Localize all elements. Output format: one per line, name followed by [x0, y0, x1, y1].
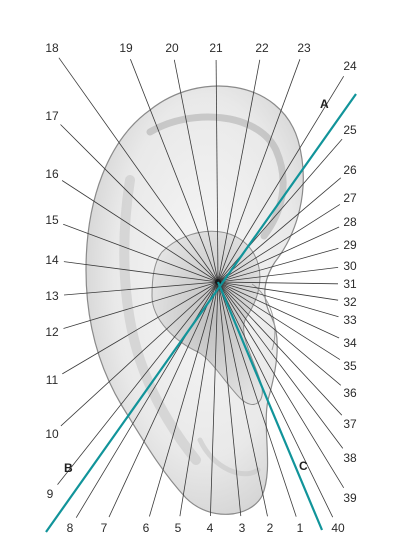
- radial-line-33: [217, 281, 339, 318]
- line-number-8: 8: [67, 521, 74, 535]
- radial-line-14: [63, 261, 219, 283]
- radial-line-5: [179, 281, 219, 517]
- radiating-lines: [57, 57, 345, 518]
- radial-line-18: [58, 57, 219, 283]
- line-number-37: 37: [343, 417, 357, 431]
- line-number-33: 33: [343, 313, 357, 327]
- line-number-14: 14: [45, 253, 59, 267]
- line-number-23: 23: [297, 41, 311, 55]
- radial-line-40: [217, 281, 334, 518]
- radial-line-13: [63, 281, 219, 296]
- line-number-21: 21: [209, 41, 223, 55]
- line-number-31: 31: [343, 277, 357, 291]
- line-number-28: 28: [343, 215, 357, 229]
- line-number-15: 15: [45, 213, 59, 227]
- radial-line-28: [217, 226, 340, 283]
- line-number-27: 27: [343, 191, 357, 205]
- line-number-25: 25: [343, 123, 357, 137]
- line-number-1: 1: [297, 521, 304, 535]
- line-number-10: 10: [45, 427, 59, 441]
- line-number-20: 20: [165, 41, 179, 55]
- radial-line-2: [217, 281, 268, 517]
- radial-line-34: [217, 281, 340, 339]
- radial-line-23: [217, 59, 301, 283]
- radial-line-10: [60, 281, 219, 427]
- radial-line-39: [217, 281, 345, 489]
- ear-illustration: [85, 85, 304, 515]
- radial-line-1: [217, 281, 297, 517]
- line-number-29: 29: [343, 238, 357, 252]
- radial-line-32: [217, 281, 339, 301]
- radial-line-35: [217, 281, 341, 360]
- helix-inner-fold: [146, 113, 287, 240]
- radial-line-15: [63, 223, 219, 283]
- radial-line-3: [217, 281, 242, 517]
- line-number-22: 22: [255, 41, 269, 55]
- radial-line-17: [60, 124, 219, 283]
- line-number-39: 39: [343, 491, 357, 505]
- axis-label-c: C: [299, 459, 308, 473]
- radial-line-6: [149, 281, 219, 517]
- teal-axes: [45, 93, 357, 533]
- radial-line-37: [217, 281, 343, 416]
- line-number-38: 38: [343, 451, 357, 465]
- line-number-34: 34: [343, 336, 357, 350]
- line-number-35: 35: [343, 359, 357, 373]
- line-number-26: 26: [343, 163, 357, 177]
- radial-line-7: [108, 281, 219, 518]
- axis-label-a: A: [320, 97, 329, 111]
- radial-line-11: [62, 281, 219, 375]
- line-number-11: 11: [46, 373, 59, 387]
- radial-line-30: [217, 267, 339, 283]
- radial-line-19: [130, 59, 219, 283]
- line-number-17: 17: [45, 109, 59, 123]
- line-number-5: 5: [175, 521, 182, 535]
- line-number-2: 2: [267, 521, 274, 535]
- line-number-7: 7: [101, 521, 108, 535]
- line-number-9: 9: [47, 487, 54, 501]
- line-number-32: 32: [343, 295, 357, 309]
- line-number-13: 13: [45, 289, 59, 303]
- line-number-6: 6: [143, 521, 150, 535]
- line-number-16: 16: [45, 167, 59, 181]
- line-number-36: 36: [343, 386, 357, 400]
- radial-line-9: [57, 281, 219, 485]
- line-number-19: 19: [119, 41, 133, 55]
- earlobe-crease: [197, 437, 261, 477]
- line-number-12: 12: [45, 325, 59, 339]
- radial-line-27: [217, 204, 341, 283]
- axis-label-b: B: [64, 461, 73, 475]
- radial-line-20: [173, 59, 219, 283]
- line-number-40: 40: [331, 521, 345, 535]
- axis-line-a-b: [45, 93, 357, 533]
- line-number-18: 18: [45, 41, 59, 55]
- radial-line-36: [217, 281, 342, 386]
- radial-line-31: [217, 281, 339, 285]
- radial-line-12: [63, 281, 219, 329]
- radial-line-29: [217, 247, 339, 283]
- radial-line-38: [217, 281, 344, 449]
- radial-line-16: [61, 180, 219, 283]
- radial-line-24: [217, 75, 345, 283]
- line-number-24: 24: [343, 59, 357, 73]
- radial-line-22: [217, 59, 261, 283]
- radial-line-21: [215, 59, 219, 283]
- line-number-3: 3: [239, 521, 246, 535]
- radial-line-4: [210, 281, 219, 517]
- antihelix: [119, 175, 201, 465]
- line-number-30: 30: [343, 259, 357, 273]
- radial-line-26: [217, 177, 342, 283]
- axis-line-c: [216, 281, 324, 531]
- line-number-4: 4: [207, 521, 214, 535]
